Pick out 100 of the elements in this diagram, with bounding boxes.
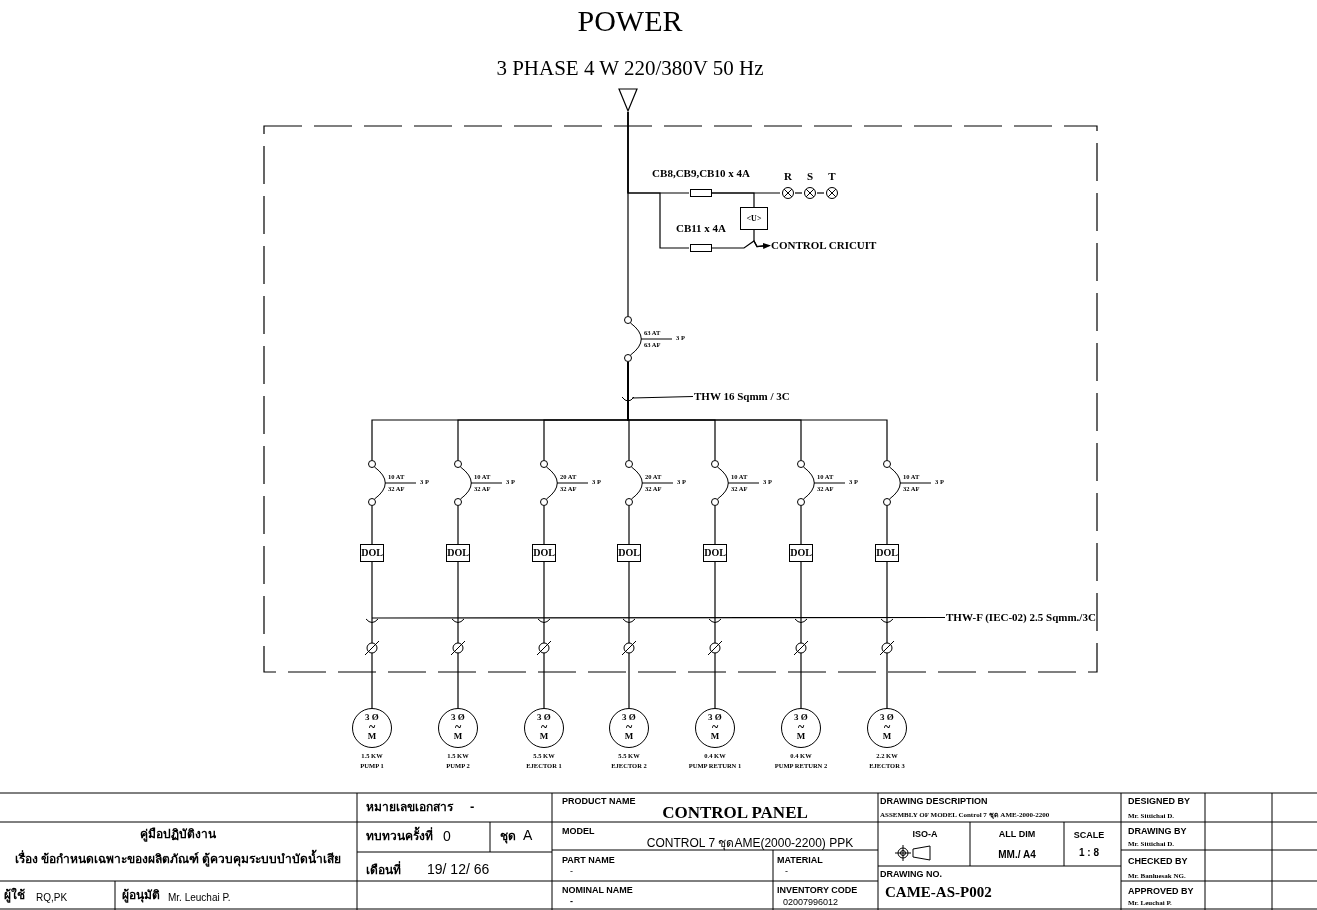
motor-text: M bbox=[452, 732, 464, 741]
field-label: DRAWING DESCRIPTION bbox=[880, 796, 988, 807]
field-label: INVENTORY CODE bbox=[777, 885, 858, 896]
supply-label: 3 PHASE 4 W 220/380V 50 Hz bbox=[496, 56, 764, 81]
wire bbox=[800, 505, 802, 545]
starter-box: DOL bbox=[703, 544, 727, 562]
motor-text: 3 Ø bbox=[536, 713, 552, 722]
motor-text: ~ bbox=[624, 721, 634, 733]
wire bbox=[627, 361, 888, 461]
field-value: RQ,PK bbox=[36, 892, 68, 904]
indicator-lamp bbox=[781, 170, 795, 200]
motor-text: M bbox=[538, 732, 550, 741]
wire bbox=[628, 505, 630, 545]
cable-label: THW-F (IEC-02) 2.5 Sqmm./3C bbox=[946, 611, 1096, 624]
motor-text: 3 Ø bbox=[707, 713, 723, 722]
starter-box: DOL bbox=[360, 544, 384, 562]
wire bbox=[886, 561, 888, 709]
indicator-lamp bbox=[825, 170, 839, 200]
motor-symbol bbox=[438, 708, 478, 748]
field-value: - bbox=[470, 800, 475, 815]
motor-text: M bbox=[366, 732, 378, 741]
motor-symbol bbox=[609, 708, 649, 748]
field-label: ISO-A bbox=[912, 829, 938, 840]
field-label: NOMINAL NAME bbox=[562, 885, 633, 896]
phase-letter: T bbox=[827, 170, 837, 183]
field-label: DESIGNED BY bbox=[1128, 796, 1190, 807]
field-label: MODEL bbox=[562, 826, 595, 837]
field-value: Mr. Leuchai P. bbox=[168, 892, 231, 904]
phase-letter: S bbox=[805, 170, 815, 183]
motor-symbol bbox=[524, 708, 564, 748]
field-value: CONTROL PANEL bbox=[662, 803, 808, 823]
field-label: DRAWING BY bbox=[1128, 826, 1187, 837]
motor-text: 3 Ø bbox=[793, 713, 809, 722]
field-label: ชุด bbox=[500, 830, 516, 844]
fuse-symbol bbox=[690, 189, 712, 197]
motor-text: 3 Ø bbox=[364, 713, 380, 722]
motor-symbol bbox=[781, 708, 821, 748]
rating-label: CB8,CB9,CB10 x 4A bbox=[652, 167, 750, 180]
field-label: PRODUCT NAME bbox=[562, 796, 636, 807]
field-label: DRAWING NO. bbox=[880, 869, 942, 880]
field-value: - bbox=[570, 866, 573, 877]
motor-text: ~ bbox=[453, 721, 463, 733]
wire bbox=[543, 561, 545, 709]
wire bbox=[711, 192, 755, 208]
motor-text: ~ bbox=[796, 721, 806, 733]
breaker-symbol bbox=[623, 460, 644, 506]
breaker-symbol bbox=[538, 460, 559, 506]
field-value: CAME-AS-P002 bbox=[885, 884, 992, 902]
motor-text: ~ bbox=[710, 721, 720, 733]
motor-text: ~ bbox=[539, 721, 549, 733]
motor-symbol bbox=[695, 708, 735, 748]
starter-box: DOL bbox=[446, 544, 470, 562]
field-label: APPROVED BY bbox=[1128, 886, 1194, 897]
wire bbox=[714, 561, 716, 709]
breaker-symbol bbox=[366, 460, 387, 506]
wire bbox=[816, 192, 825, 194]
breaker-symbol bbox=[452, 460, 473, 506]
circuit-label: CONTROL CRICUIT bbox=[771, 239, 877, 252]
field-label: SCALE bbox=[1073, 830, 1105, 841]
wire bbox=[794, 192, 803, 194]
motor-text: 3 Ø bbox=[879, 713, 895, 722]
field-value: 19/ 12/ 66 bbox=[427, 861, 490, 878]
motor-text: 3 Ø bbox=[621, 713, 637, 722]
starter-box: DOL bbox=[789, 544, 813, 562]
breaker-symbol bbox=[795, 460, 816, 506]
field-value: A bbox=[523, 827, 533, 844]
wire bbox=[627, 111, 690, 249]
wire bbox=[457, 561, 459, 709]
motor-text: M bbox=[795, 732, 807, 741]
field-label: ผู้อนุมัติ bbox=[122, 889, 160, 903]
motor-symbol bbox=[352, 708, 392, 748]
wire bbox=[543, 505, 545, 545]
breaker-symbol bbox=[709, 460, 730, 506]
motor-text: ~ bbox=[882, 721, 892, 733]
breaker-symbol bbox=[881, 460, 902, 506]
wire bbox=[800, 561, 802, 709]
field-value: 1 : 8 bbox=[1079, 847, 1099, 859]
field-label: ALL DIM bbox=[998, 829, 1036, 840]
motor-text: 3 Ø bbox=[450, 713, 466, 722]
field-value: CONTROL 7 ชุดAME(2000-2200) PPK bbox=[646, 837, 854, 851]
motor-symbol bbox=[867, 708, 907, 748]
indicator-lamp bbox=[803, 170, 817, 200]
field-value: 02007996012 bbox=[783, 897, 839, 908]
voltmeter-box: <U> bbox=[740, 207, 768, 230]
wire bbox=[753, 229, 771, 248]
title: POWER bbox=[577, 4, 683, 39]
starter-box: DOL bbox=[532, 544, 556, 562]
starter-box: DOL bbox=[875, 544, 899, 562]
wire bbox=[628, 561, 630, 709]
starter-box: DOL bbox=[617, 544, 641, 562]
fuse-symbol bbox=[690, 244, 712, 252]
field-value: 0 bbox=[443, 828, 451, 845]
field-value: MM./ A4 bbox=[998, 849, 1036, 861]
field-label: PART NAME bbox=[562, 855, 615, 866]
field-value: - bbox=[570, 896, 573, 907]
heading: คู่มือปฏิบัติงาน bbox=[140, 828, 216, 842]
motor-text: M bbox=[709, 732, 721, 741]
leader-line bbox=[371, 616, 946, 619]
supply-symbol bbox=[618, 88, 638, 112]
wire bbox=[457, 505, 459, 545]
